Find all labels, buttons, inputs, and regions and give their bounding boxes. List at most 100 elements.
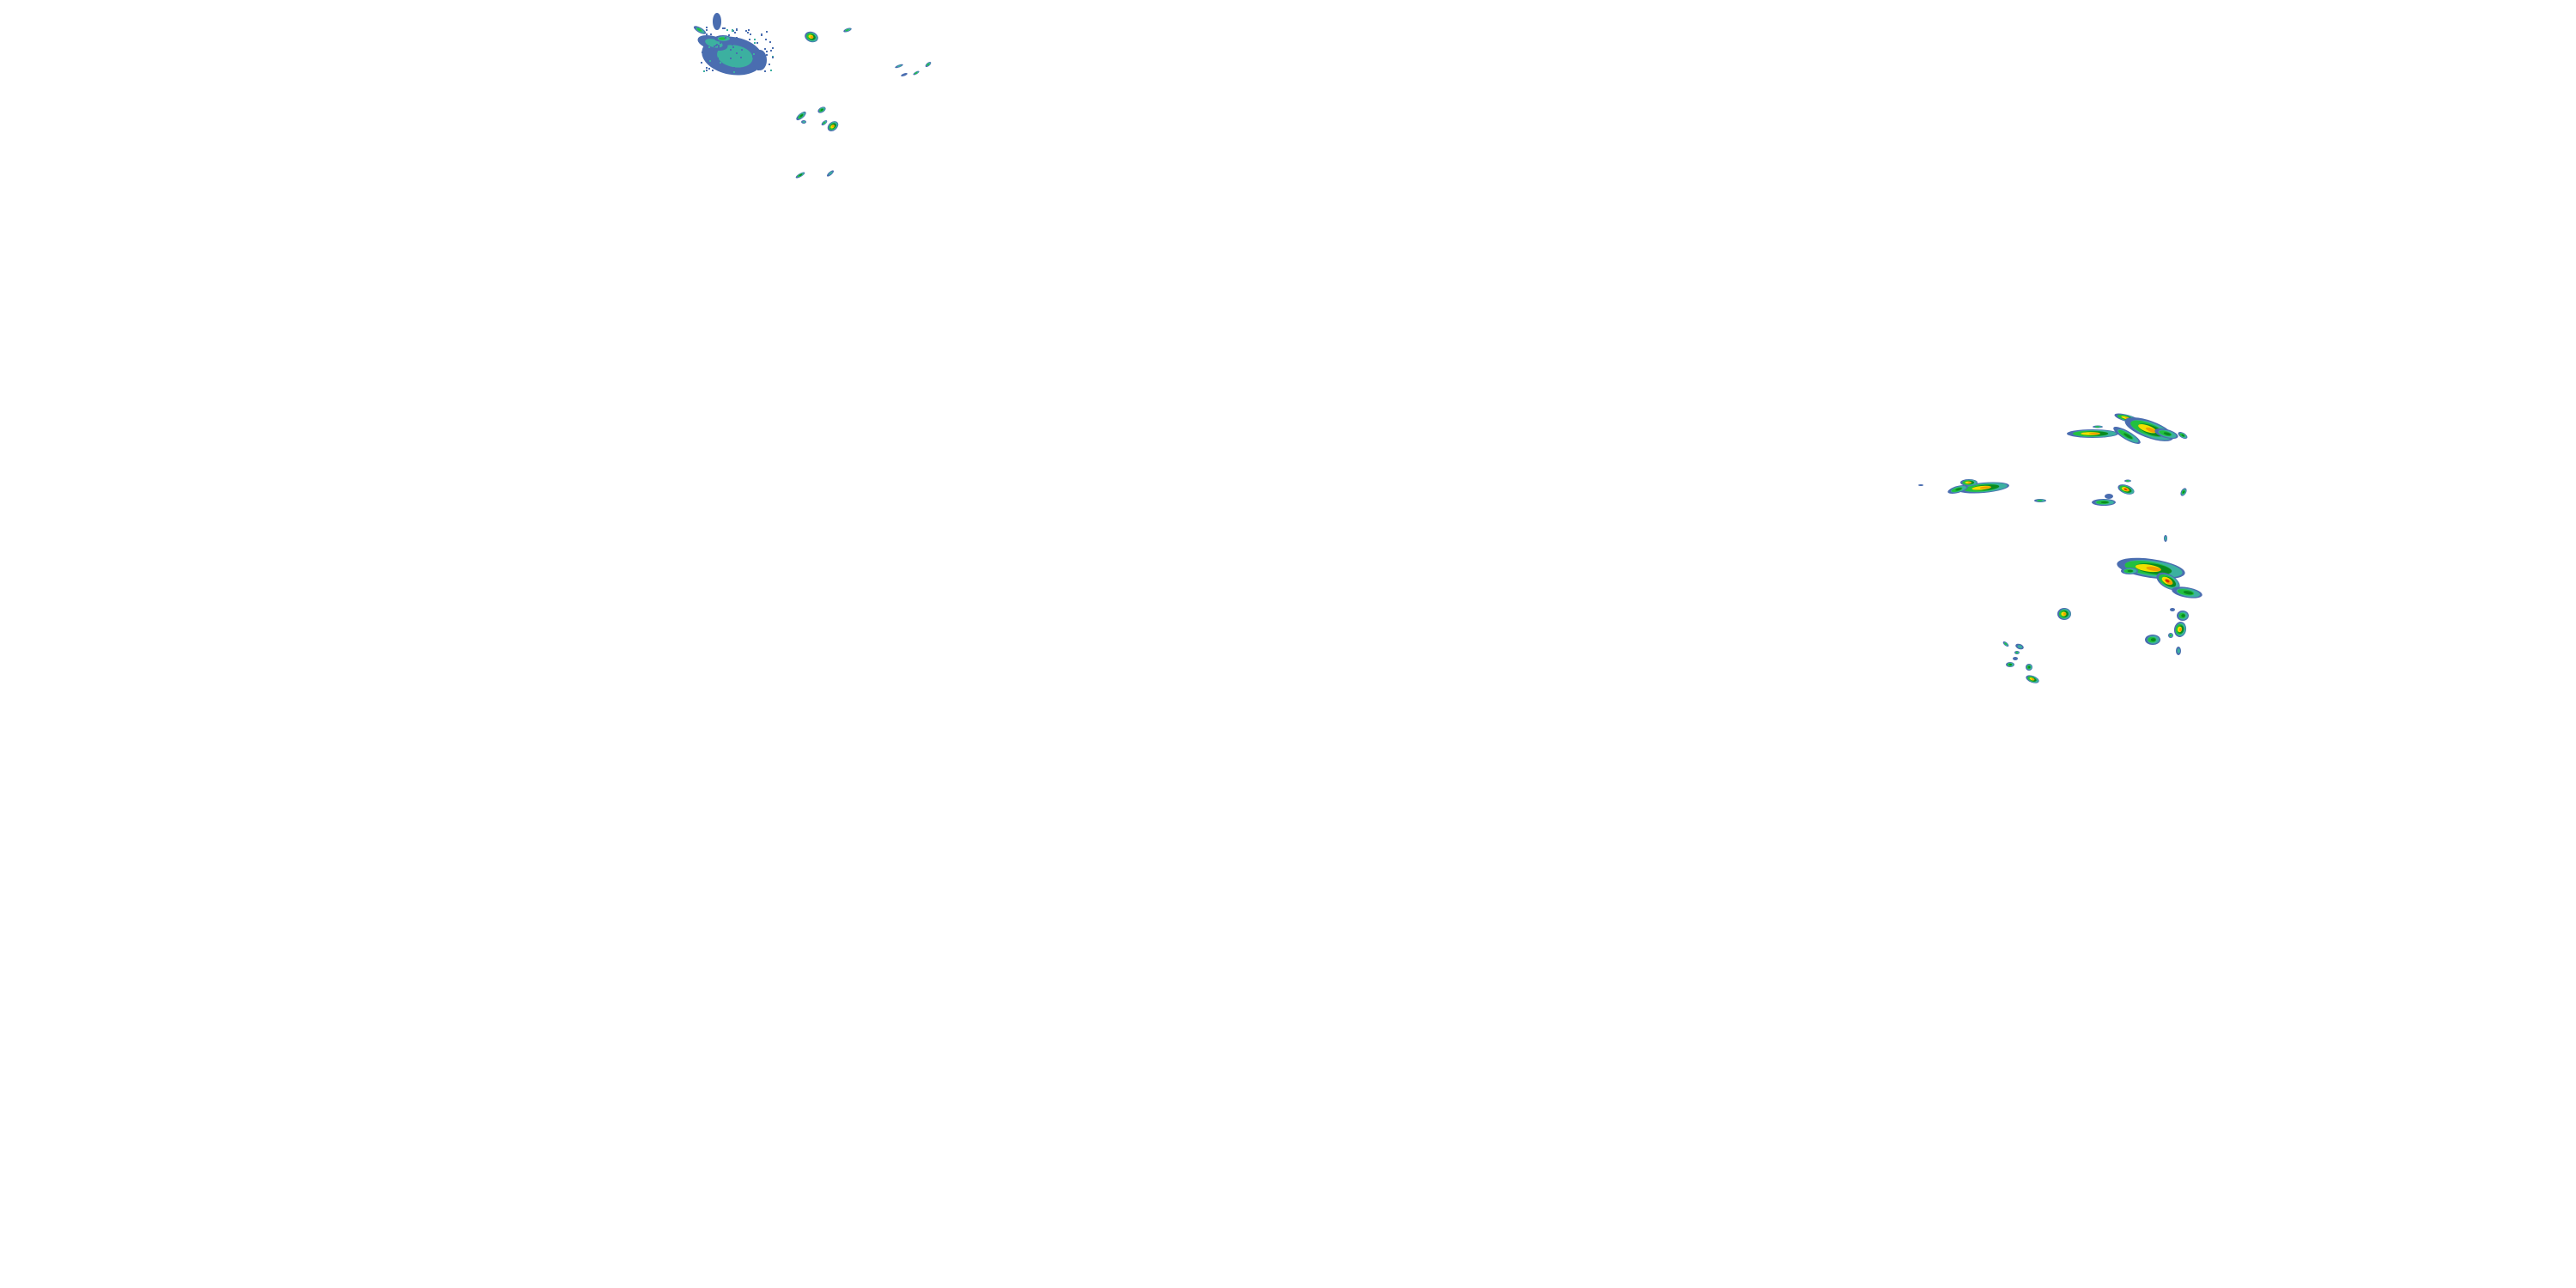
precipitation-speckle	[761, 34, 762, 36]
precipitation-speckle	[706, 29, 708, 31]
precipitation-speckle	[766, 51, 768, 52]
reflectivity-level-5	[832, 125, 835, 127]
precipitation-speckle	[702, 41, 703, 43]
precipitation-speckle	[754, 47, 756, 49]
precipitation-speckle	[755, 63, 756, 64]
precipitation-cell	[2093, 425, 2103, 428]
precipitation-cell	[2124, 479, 2131, 483]
precipitation-speckle	[772, 47, 774, 49]
reflectivity-level-3	[2123, 433, 2133, 439]
reflectivity-level-3	[2150, 638, 2156, 641]
precipitation-speckle	[708, 46, 710, 48]
reflectivity-level-2	[2169, 634, 2172, 637]
precipitation-cell	[2113, 427, 2141, 444]
precipitation-cell	[2117, 484, 2135, 495]
precipitation-cell	[2173, 622, 2187, 637]
reflectivity-level-1	[2164, 536, 2167, 541]
precipitation-speckle	[765, 39, 767, 40]
precipitation-speckle	[756, 42, 758, 44]
precipitation-speckle	[706, 33, 708, 35]
precipitation-speckle	[722, 27, 724, 29]
reflectivity-level-1	[2017, 645, 2023, 649]
precipitation-speckle	[764, 70, 766, 72]
precipitation-speckle	[732, 29, 733, 31]
reflectivity-level-1	[2177, 648, 2180, 653]
precipitation-cell	[2178, 432, 2188, 439]
reflectivity-level-3	[1955, 488, 1962, 491]
reflectivity-level-5	[2063, 612, 2067, 616]
reflectivity-level-2	[845, 29, 849, 32]
precipitation-speckle	[769, 41, 771, 43]
precipitation-cell	[925, 62, 932, 67]
precipitation-cell	[713, 13, 721, 30]
precipitation-cell	[2105, 494, 2113, 499]
reflectivity-level-3	[2181, 614, 2185, 617]
precipitation-speckle	[747, 32, 749, 33]
precipitation-speckle	[732, 68, 734, 70]
reflectivity-level-2	[2004, 642, 2008, 646]
precipitation-cell	[2006, 662, 2014, 667]
precipitation-speckle	[736, 46, 738, 48]
precipitation-speckle	[740, 57, 742, 58]
reflectivity-level-0	[753, 50, 767, 70]
precipitation-speckle	[728, 34, 730, 36]
precipitation-cell	[2026, 675, 2039, 683]
precipitation-cell	[2026, 664, 2032, 671]
precipitation-speckle	[755, 56, 756, 58]
precipitation-speckle	[761, 65, 762, 67]
reflectivity-level-5	[2179, 628, 2183, 632]
precipitation-cell	[2172, 586, 2202, 598]
precipitation-speckle	[748, 29, 750, 31]
precipitation-speckle	[706, 67, 708, 69]
precipitation-cell	[817, 106, 826, 113]
precipitation-cells	[693, 13, 2202, 683]
precipitation-speckle	[717, 58, 719, 59]
precipitation-speckle	[730, 58, 732, 59]
precipitation-speckle	[712, 70, 714, 71]
precipitation-speckle	[736, 37, 738, 39]
precipitation-speckle	[734, 32, 736, 33]
reflectivity-level-2	[2095, 426, 2099, 428]
precipitation-speckle	[730, 68, 732, 70]
precipitation-speckle	[730, 39, 732, 41]
precipitation-speckle	[753, 53, 755, 55]
precipitation-cell	[2177, 611, 2189, 621]
reflectivity-level-1	[828, 171, 833, 175]
reflectivity-level-3	[2028, 665, 2031, 669]
reflectivity-level-3	[2183, 490, 2185, 494]
precipitation-speckle	[702, 52, 703, 53]
precipitation-cell	[821, 120, 828, 125]
precipitation-speckle	[770, 70, 772, 71]
precipitation-speckle	[741, 49, 743, 51]
precipitation-speckle	[711, 59, 713, 61]
reflectivity-level-2	[914, 72, 918, 75]
precipitation-speckle	[720, 62, 721, 64]
precipitation-cell	[795, 172, 805, 179]
reflectivity-level-1	[802, 120, 805, 124]
precipitation-speckle	[733, 71, 735, 73]
precipitation-speckle	[736, 69, 738, 70]
precipitation-cell	[2092, 499, 2116, 506]
reflectivity-level-5	[2031, 678, 2035, 681]
precipitation-speckle	[718, 45, 720, 46]
precipitation-speckle	[701, 62, 702, 64]
reflectivity-level-0	[1918, 484, 1923, 486]
precipitation-cell	[2014, 651, 2020, 654]
precipitation-speckle	[752, 56, 754, 58]
precipitation-speckle	[744, 45, 745, 46]
precipitation-cell	[913, 70, 920, 76]
precipitation-cell	[2176, 647, 2181, 655]
precipitation-cell	[801, 120, 806, 124]
precipitation-cell	[2013, 657, 2018, 660]
reflectivity-level-3	[2181, 434, 2185, 437]
precipitation-speckle	[709, 60, 711, 62]
precipitation-speckle	[772, 57, 774, 58]
precipitation-speckle	[730, 49, 732, 51]
precipitation-speckle	[708, 68, 710, 70]
precipitation-speckle	[736, 52, 738, 54]
reflectivity-level-0	[2170, 608, 2175, 611]
precipitation-cell	[2034, 499, 2046, 502]
precipitation-cell	[2154, 428, 2178, 440]
precipitation-cell	[827, 121, 839, 131]
precipitation-speckle	[754, 39, 756, 40]
